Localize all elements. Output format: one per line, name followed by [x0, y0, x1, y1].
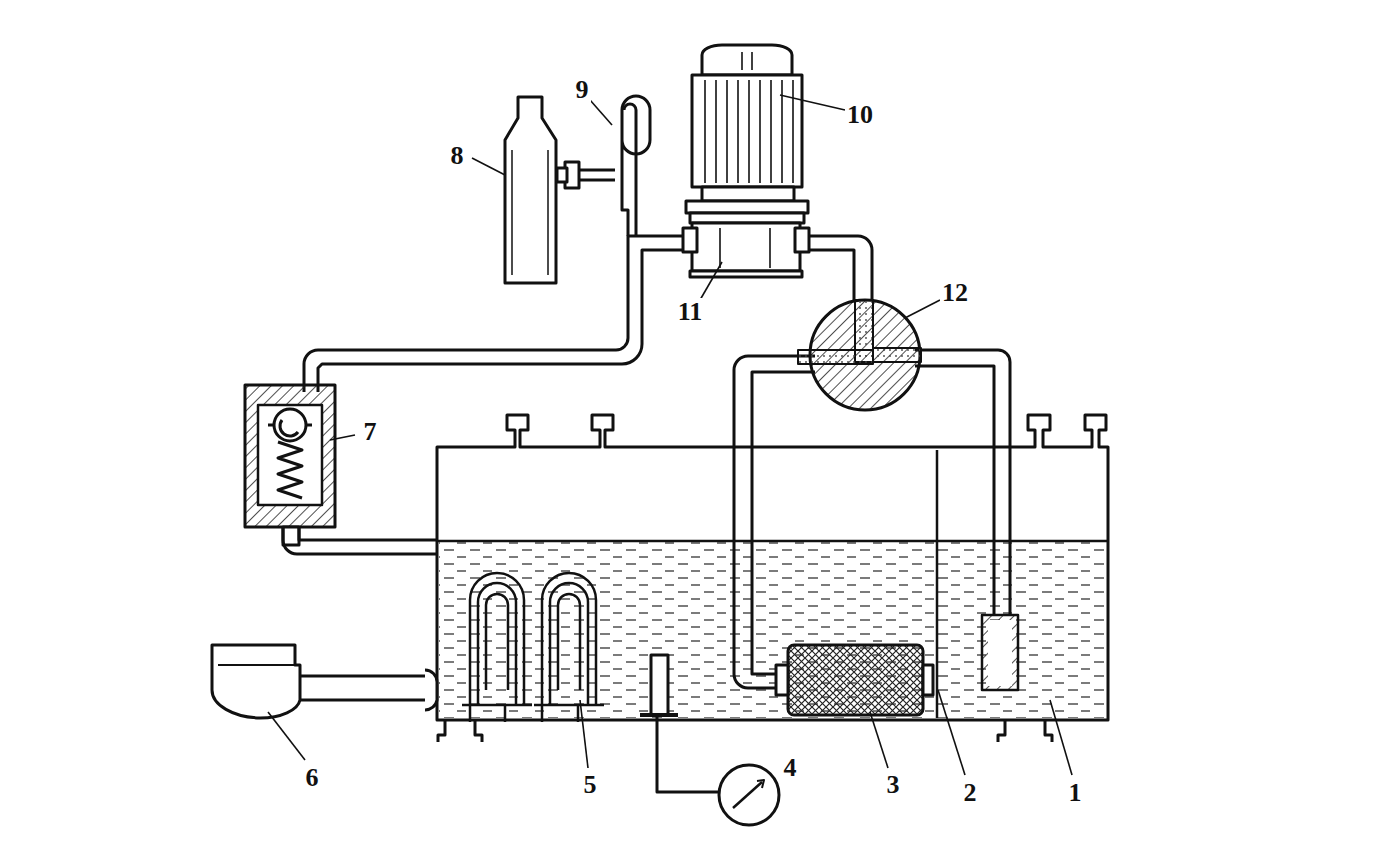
- callout-number: 2: [962, 779, 979, 807]
- callout-number: 1: [1067, 779, 1084, 807]
- callout-number: 11: [676, 298, 705, 326]
- callout-number: 4: [782, 754, 799, 782]
- callout-number: 6: [304, 764, 321, 792]
- callout-number: 5: [582, 771, 599, 799]
- callout-number: 3: [885, 771, 902, 799]
- callout-number: 12: [940, 279, 970, 307]
- callout-number: 7: [362, 418, 379, 446]
- callout-number: 8: [449, 142, 466, 170]
- callout-number: 10: [845, 101, 875, 129]
- callout-number: 9: [574, 76, 591, 104]
